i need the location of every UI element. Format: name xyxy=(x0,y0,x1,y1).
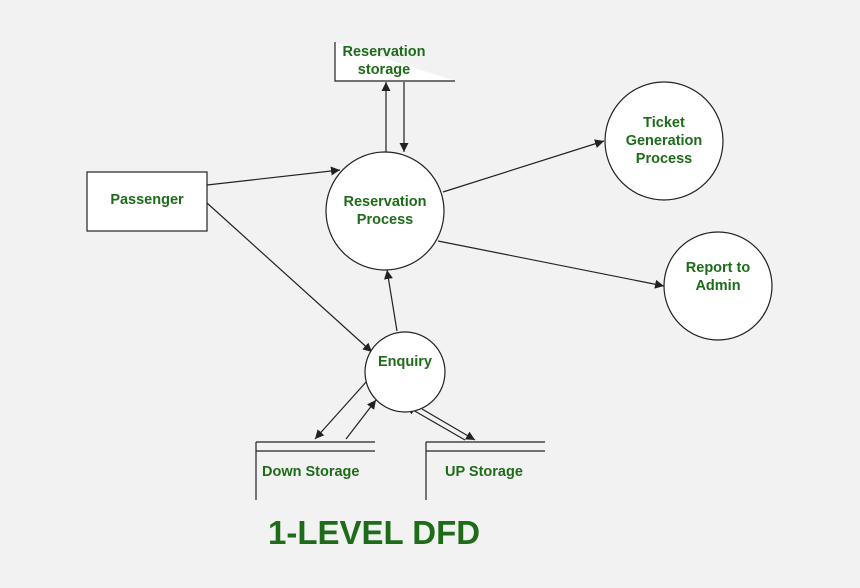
diagram-title: 1-LEVEL DFD xyxy=(268,514,481,551)
up-storage-store xyxy=(425,441,545,500)
ticket-generation-process-circle xyxy=(604,81,724,201)
flow-reservation-to-report xyxy=(437,240,665,289)
report-to-admin-process-label: Report to Admin xyxy=(664,259,772,295)
reservation-process-line-1: Reservation xyxy=(343,194,427,210)
reservation-storage-store xyxy=(334,42,455,82)
down-storage-text: Down Storage xyxy=(262,464,360,480)
enquiry-process-label: Enquiry xyxy=(365,353,445,371)
ticket-generation-line-3: Process xyxy=(635,151,693,167)
ticket-generation-process-label: Ticket Generation Process xyxy=(605,114,723,168)
reservation-storage-line-2: storage xyxy=(357,62,411,78)
up-storage-label: UP Storage xyxy=(445,463,535,481)
report-to-admin-process-circle xyxy=(663,231,773,341)
passenger-entity-box xyxy=(86,171,208,232)
down-storage-store xyxy=(255,441,375,500)
report-to-admin-line-1: Report to xyxy=(685,260,751,276)
ticket-generation-line-1: Ticket xyxy=(643,115,685,131)
passenger-label: Passenger xyxy=(87,191,207,209)
flow-reservation-to-ticket xyxy=(442,139,605,193)
report-to-admin-line-2: Admin xyxy=(695,278,741,294)
reservation-process-label: Reservation Process xyxy=(326,193,444,229)
reservation-process-line-2: Process xyxy=(356,212,414,228)
data-flows xyxy=(206,82,665,441)
flow-enquiry-to-down-storage xyxy=(314,380,368,440)
ticket-generation-line-2: Generation xyxy=(625,133,703,149)
flow-passenger-to-reservation xyxy=(206,166,341,186)
flow-up-storage-to-enquiry xyxy=(405,405,466,441)
reservation-storage-line-1: Reservation xyxy=(342,44,426,60)
up-storage-text: UP Storage xyxy=(445,464,523,480)
flow-passenger-to-enquiry xyxy=(206,202,373,353)
enquiry-process-circle xyxy=(364,331,446,413)
reservation-process-circle xyxy=(325,151,445,271)
enquiry-process-text: Enquiry xyxy=(378,354,432,370)
reservation-storage-label: Reservation storage xyxy=(335,43,433,79)
flow-down-storage-to-enquiry xyxy=(345,399,377,440)
passenger-label-text: Passenger xyxy=(110,192,184,208)
flow-enquiry-to-reservation xyxy=(384,269,398,332)
flow-enquiry-to-up-storage xyxy=(421,408,476,441)
down-storage-label: Down Storage xyxy=(262,463,368,481)
